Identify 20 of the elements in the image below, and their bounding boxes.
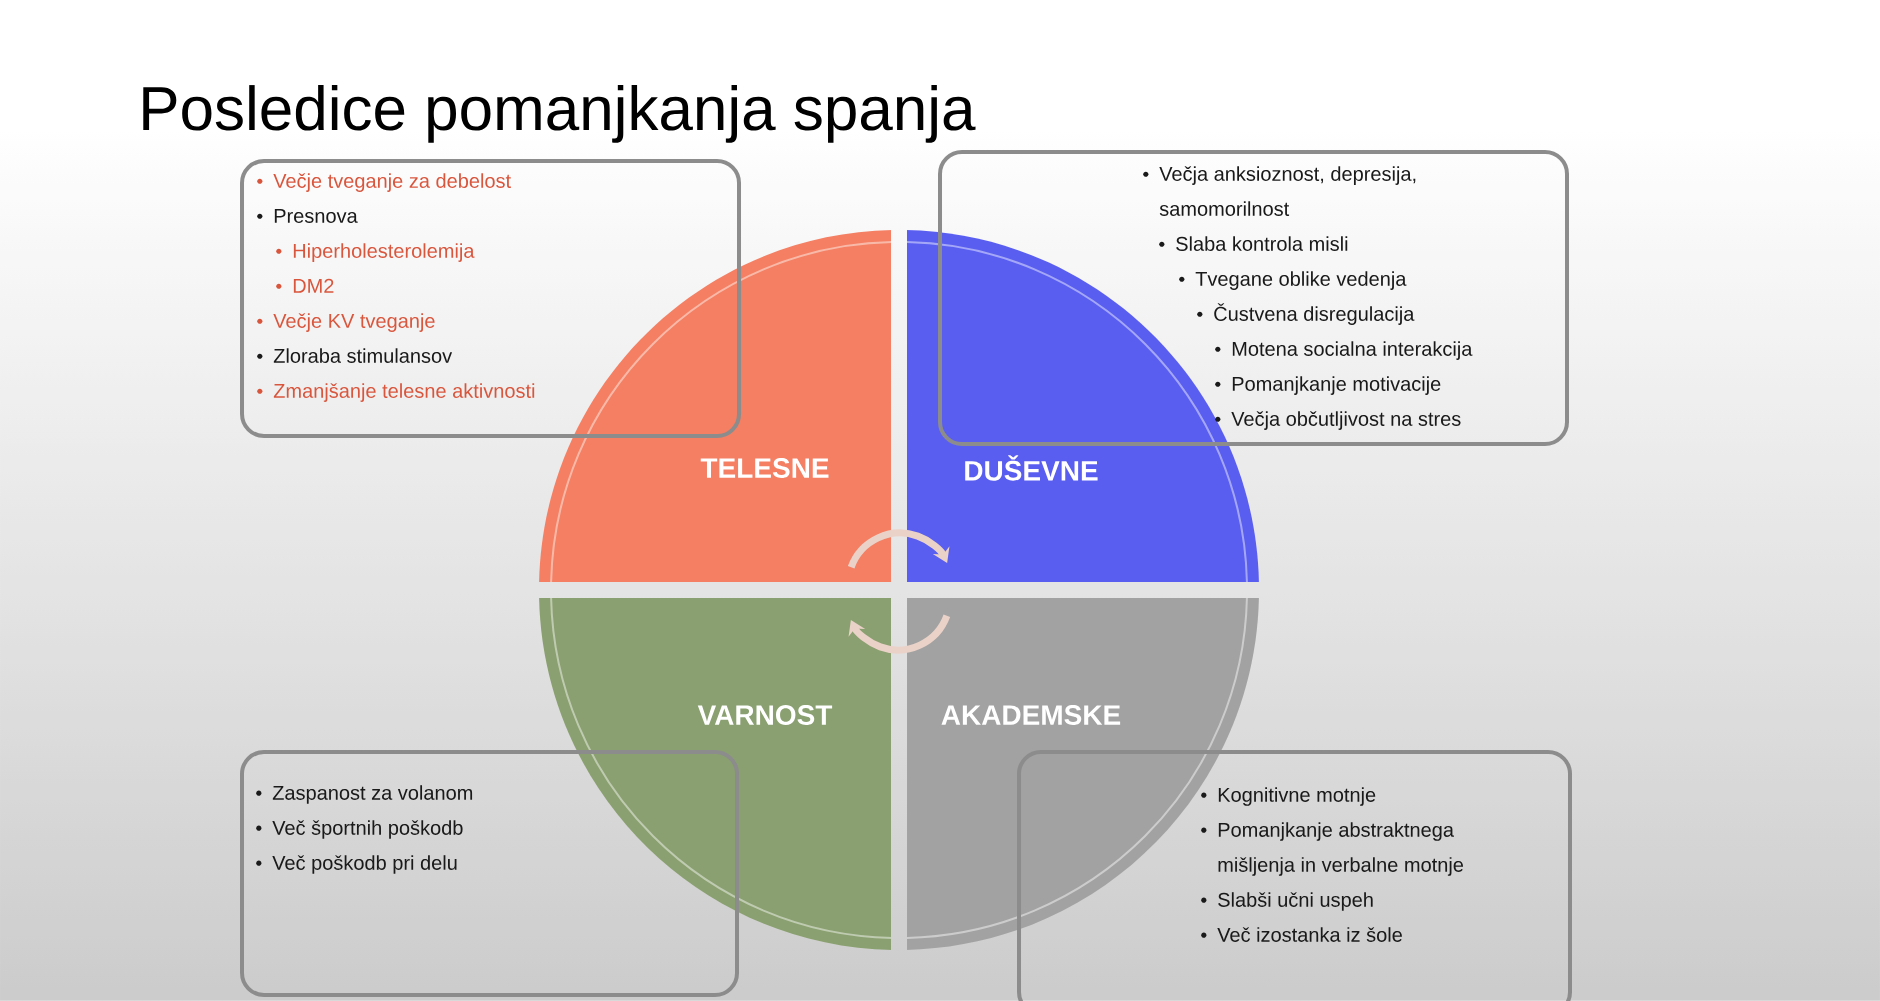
list-item: Presnova	[257, 209, 358, 223]
list-item: Več poškodb pri delu	[256, 855, 457, 874]
list-item: DM2	[276, 278, 334, 293]
list-item: Zmanjšanje telesne aktivnosti	[257, 383, 535, 402]
list-item: Pomanjkanje motivacije	[1215, 376, 1441, 395]
list-item: Večja anksioznost, depresija, samomorilnost	[1143, 166, 1416, 216]
list-item: Slabši učni uspeh	[1201, 892, 1373, 911]
list-item: Večje KV tveganje	[257, 313, 435, 332]
list-item: Čustvena disregulacija	[1197, 303, 1415, 325]
list-item: Motena socialna interakcija	[1215, 341, 1473, 360]
list-item: Večja občutljivost na stres	[1215, 411, 1461, 430]
list-item: Hiperholesterolemija	[276, 243, 475, 262]
list-item: Zloraba stimulansov	[257, 348, 453, 363]
list-item: Več izostanka iz šole	[1201, 927, 1402, 942]
list-item: Pomanjkanje abstraktnega mišljenja in verbalne motnje	[1201, 822, 1464, 876]
slide-title: Posledice pomanjkanja spanja	[143, 85, 976, 143]
list-item: Več športnih poškodb	[256, 820, 463, 839]
list-item: Zaspanost za volanom	[256, 785, 473, 804]
list-item: Kognitivne motnje	[1201, 787, 1376, 806]
list-item: Večje tveganje za debelost	[257, 173, 511, 192]
